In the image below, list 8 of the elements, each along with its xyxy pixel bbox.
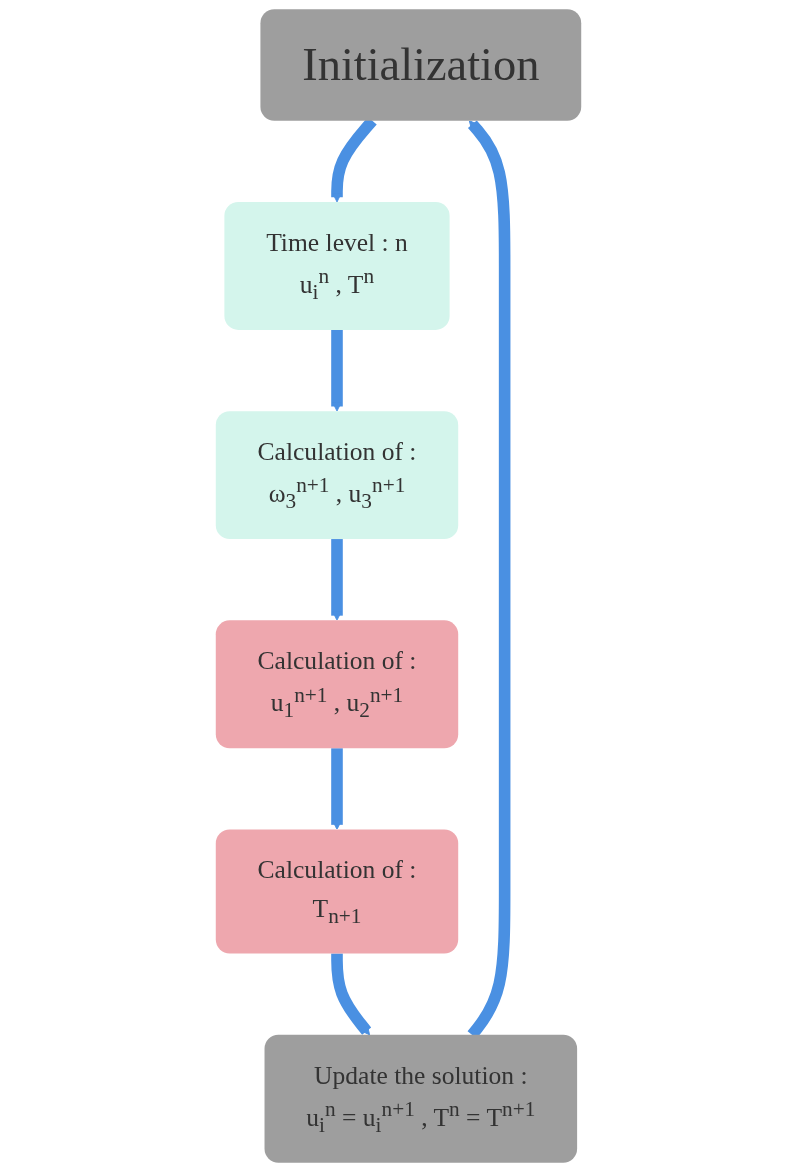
node-box: Update the solution : u$_{i}$$^{n}$ = u$_{i}$$^{n+1}$ , T$^{n}$ = T$^{n+1}$ xyxy=(264,1034,578,1163)
arrow xyxy=(331,953,372,1036)
arrow xyxy=(331,748,343,830)
arrow xyxy=(331,539,343,621)
node-box: Initialization xyxy=(260,9,582,121)
node-box: Calculation of : T$_{n+1}$ xyxy=(215,829,459,954)
node-box: Time level : n u$_{i}$$^{n}$ , T$^{n}$ xyxy=(224,201,450,330)
arrow xyxy=(331,329,343,412)
